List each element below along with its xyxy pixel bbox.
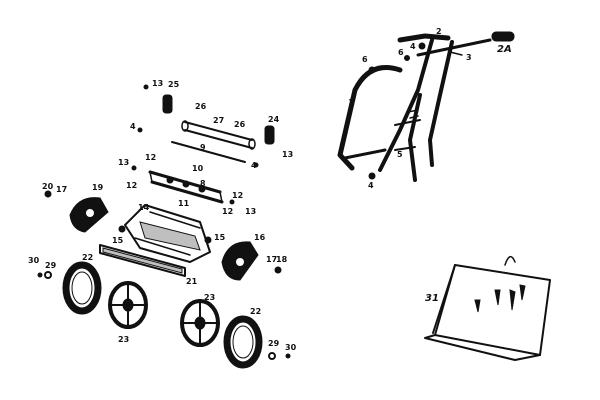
blade-carrier [148,170,224,204]
label-12-c: 12 [232,191,243,200]
label-15-left: 15 [112,236,124,245]
label-25: 25 [168,80,180,89]
wheel-tyre-22-right [223,315,263,369]
label-20: 20 [42,182,54,191]
bolt-6-mid [404,55,410,61]
bolt-6-left [368,66,376,74]
label-10: 10 [192,164,204,173]
side-plate-left-19 [69,197,109,233]
label-31: 31 [425,293,439,304]
label-29-right: 29 [268,339,280,348]
wheel-tyre-22-left [62,261,102,315]
label-17-left: 17 [56,185,67,194]
label-12-b: 12 [126,181,137,190]
label-21: 21 [186,277,198,286]
label-13-top: 13 [152,79,163,88]
label-4-shaft: 4 [130,122,136,131]
label-29-left: 29 [45,261,57,270]
grass-box-31 [424,256,551,361]
label-2: 2 [436,27,442,36]
label-13-left: 13 [118,158,129,167]
label-19: 19 [92,183,104,192]
grass-box-handle [504,256,516,266]
part-labels: 2 2A 3 4 4 4 4 5 6 6 7 8 9 10 11 12 12 1… [28,27,512,352]
label-2a: 2A [497,44,512,55]
label-23-left: 23 [118,335,129,344]
label-17-right: 17 [266,255,277,264]
handle-upper-tube [378,38,434,172]
label-30-right: 30 [285,343,297,352]
fasteners [37,84,291,359]
screw-cluster [407,109,419,119]
handle-grip-bar [397,33,451,43]
label-26-top: 26 [195,102,207,111]
label-9: 9 [200,143,206,152]
label-27: 27 [213,116,224,125]
label-22-right: 22 [250,307,261,316]
label-5: 5 [397,150,403,159]
wheel-hub-23-left [108,281,148,329]
label-24: 24 [268,115,280,124]
spring-left-25 [162,94,173,114]
screw-3 [449,51,463,56]
label-12-a: 12 [145,153,156,162]
label-23-right: 23 [204,293,215,302]
label-13-lower: 13 [245,207,256,216]
label-26-right: 26 [234,120,246,129]
roller-27 [181,120,256,150]
spring-right-24 [264,125,275,145]
handle-assembly [337,31,515,182]
washer-29-right [268,352,276,360]
label-16: 16 [254,233,266,242]
label-15-right: 15 [214,233,226,242]
housing-14 [124,204,211,263]
bolt-4-bottom [368,172,376,180]
washer-29-left [44,271,52,279]
side-plate-right-16 [221,241,259,281]
bolt-4-top [418,42,426,50]
handle-link [394,119,421,126]
label-30-left: 30 [28,256,40,265]
label-14: 14 [138,203,150,212]
label-11: 11 [178,199,190,208]
handle-brace [343,148,387,160]
shaft-9 [171,141,246,163]
handle-crossbar [416,38,492,57]
label-4-right: 4 [251,161,257,170]
label-4-handle: 4 [410,42,416,51]
label-6-left: 6 [362,55,368,64]
label-7: 7 [348,98,355,109]
label-13-right: 13 [282,150,293,159]
label-22-left: 22 [82,253,93,262]
label-4-lower: 4 [368,181,374,190]
handle-link-lower [394,146,416,151]
handle-right-tube [428,40,454,167]
label-12-d: 12 [222,207,233,216]
blade-21 [99,244,186,277]
label-18: 18 [276,255,288,264]
label-3: 3 [466,53,472,62]
grip-2a [491,31,515,42]
label-8: 8 [200,179,206,188]
lower-handle-frame [337,65,403,171]
wheel-hub-23-right [180,299,220,347]
label-6-mid: 6 [398,48,404,57]
